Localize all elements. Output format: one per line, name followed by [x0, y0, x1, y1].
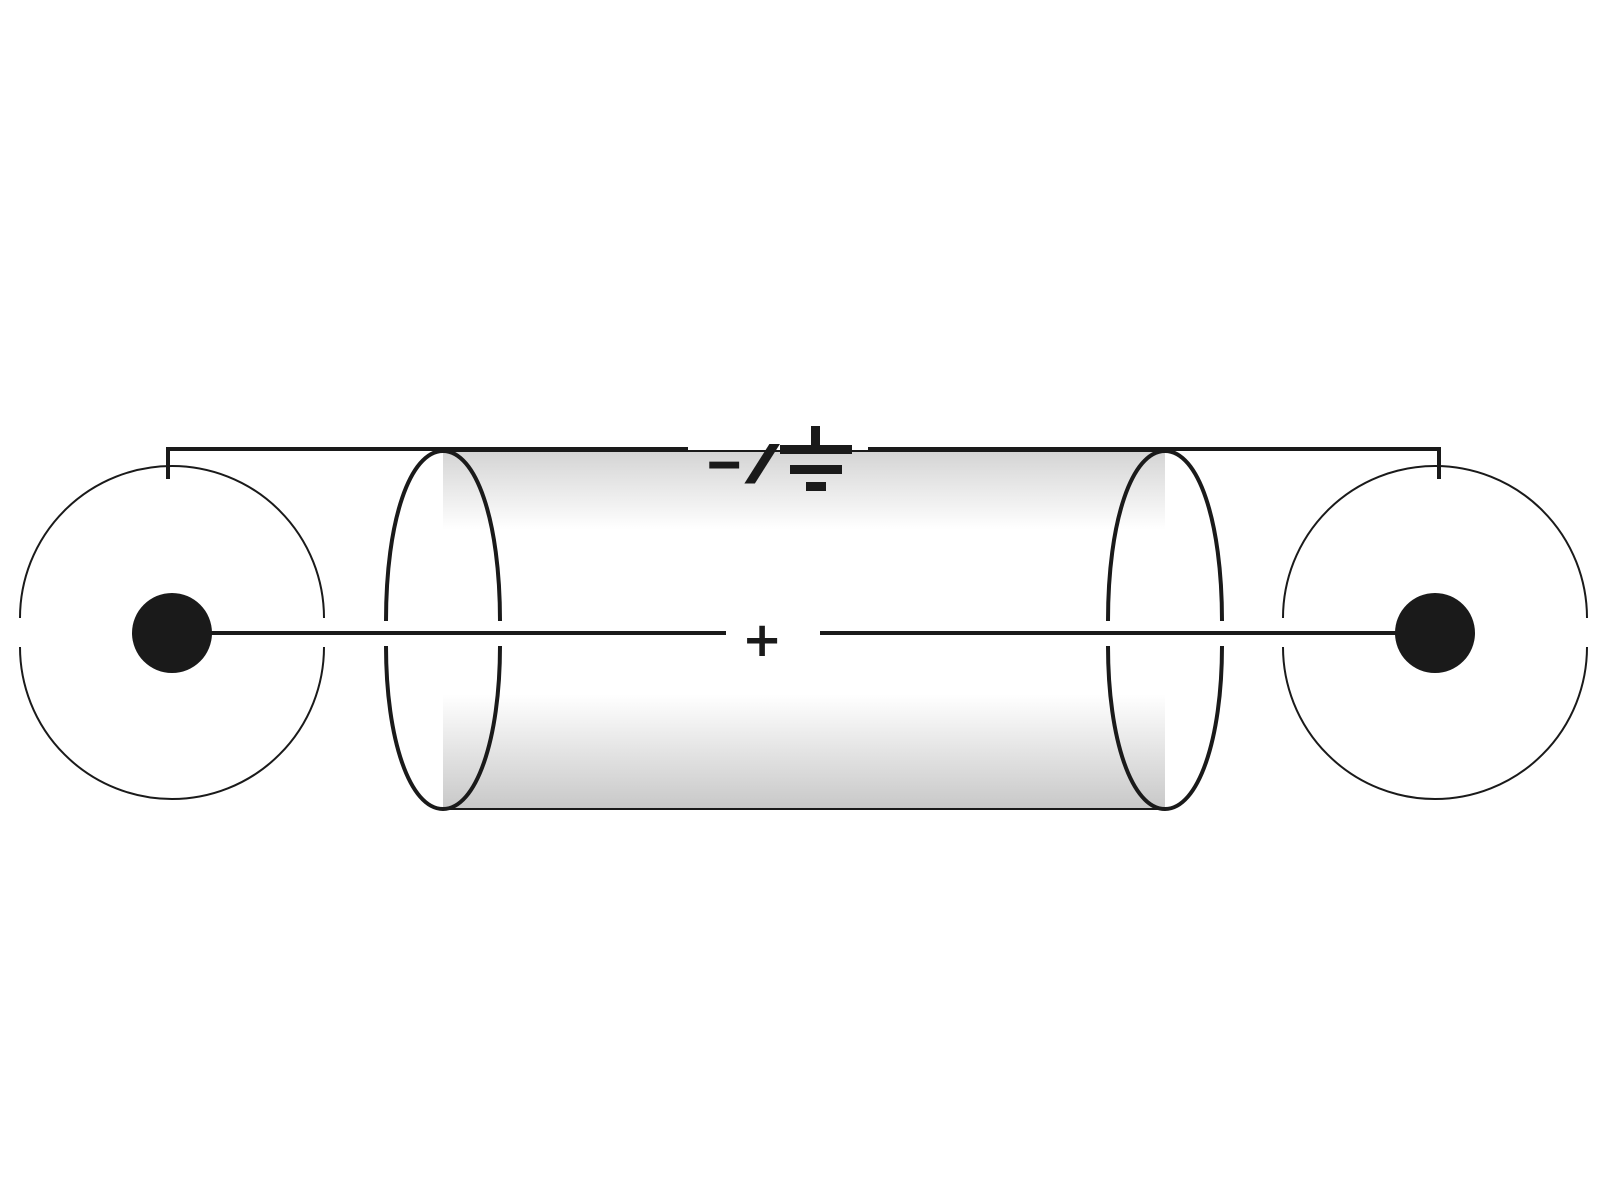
left-connector-pin	[132, 593, 212, 673]
right-connector-pin	[1395, 593, 1475, 673]
right-connector-ring-lower	[1282, 646, 1588, 800]
top-conductor-label: -/	[704, 435, 781, 491]
left-connector-ring-lower	[19, 646, 325, 800]
left-shield-ellipse-lower	[384, 645, 502, 812]
cable-shield-body	[443, 451, 1165, 809]
shield-conductor-left	[166, 447, 688, 479]
right-shield-ellipse-lower	[1106, 645, 1224, 812]
left-connector-ring	[19, 465, 325, 619]
shield-conductor-right	[868, 447, 1441, 479]
right-connector-ring	[1282, 465, 1588, 619]
ground-symbol-icon	[780, 426, 852, 491]
bottom-conductor-label: +	[742, 612, 782, 668]
